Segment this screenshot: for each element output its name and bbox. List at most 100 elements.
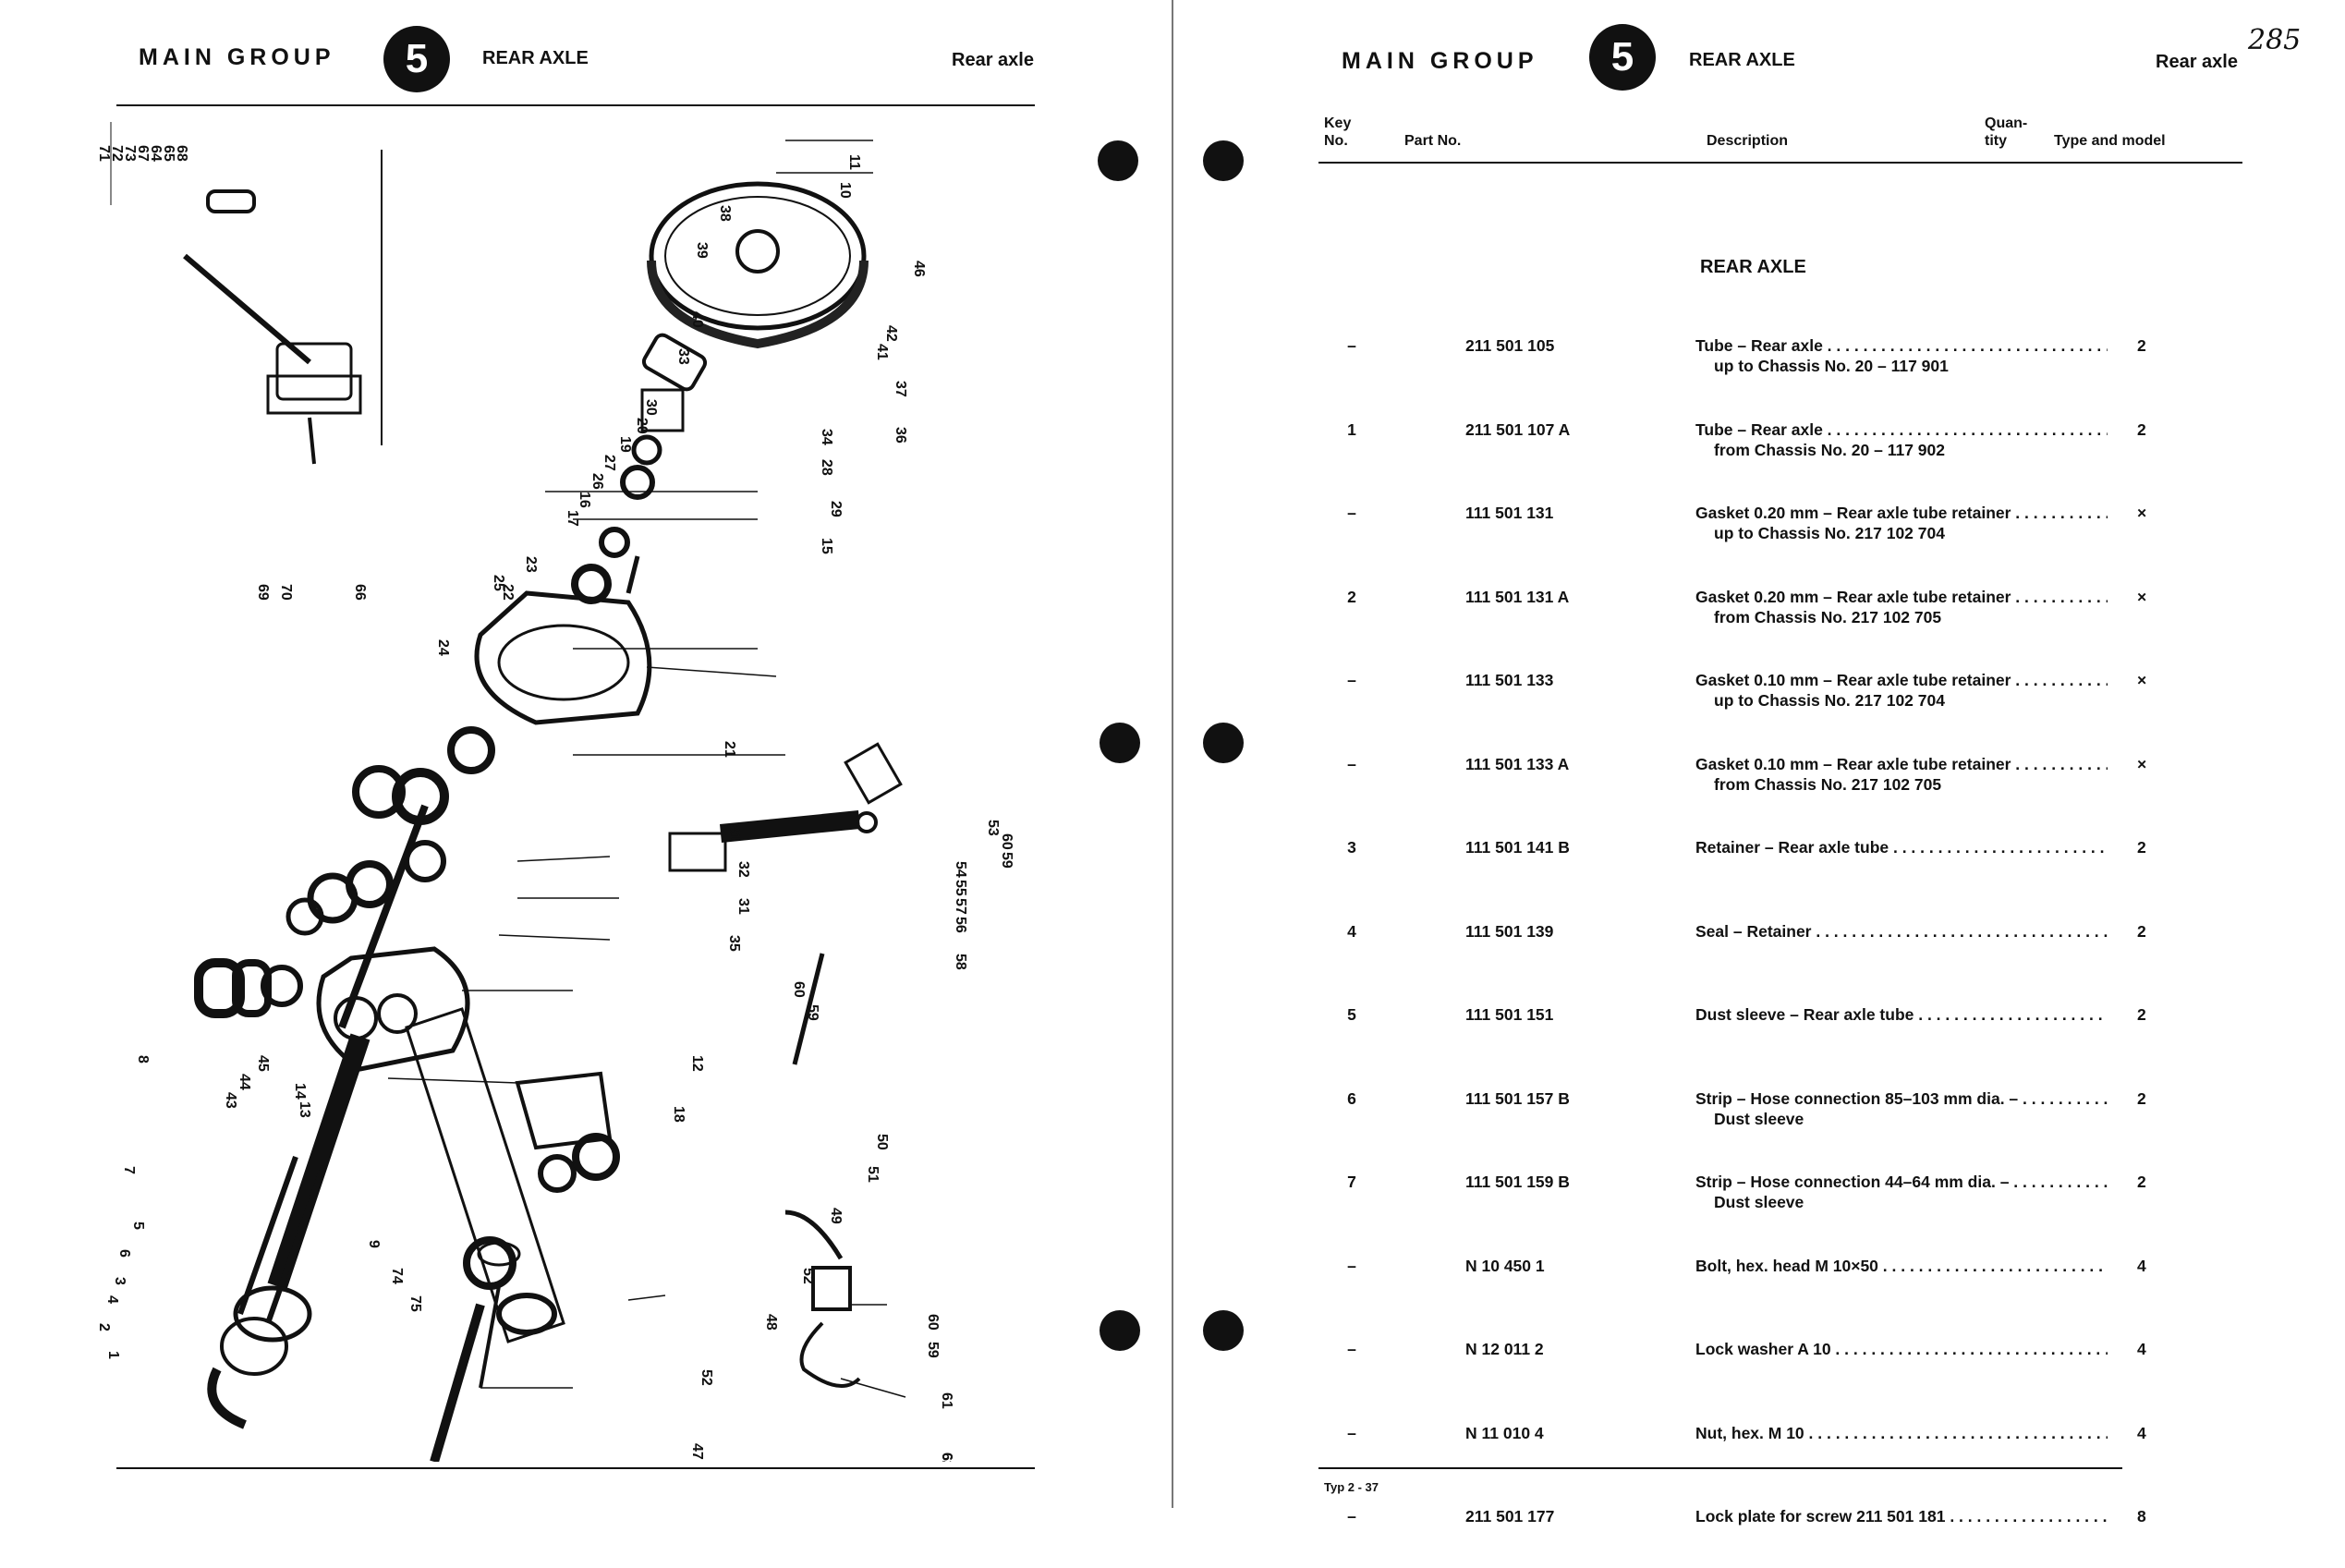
key-number: 6 xyxy=(1347,1089,1356,1108)
punch-hole xyxy=(1100,1310,1140,1351)
quantity: 4 xyxy=(2137,1257,2146,1275)
left-page: MAIN GROUP 5 REAR AXLE Rear axle xyxy=(0,0,1172,1508)
callout-number: 58 xyxy=(953,954,968,970)
callout-number: 30 xyxy=(643,399,659,416)
part-number: 111 501 157 B xyxy=(1465,1089,1570,1108)
callout-number: 49 xyxy=(828,1208,844,1224)
page-code: Typ 2 - 37 xyxy=(1324,1480,1379,1494)
footer-rule xyxy=(1318,1467,2122,1469)
callout-number: 59 xyxy=(925,1342,941,1358)
part-description: Strip – Hose connection 85–103 mm dia. – xyxy=(1695,1089,2019,1108)
callout-number: 61 xyxy=(939,1392,954,1409)
callout-number: 50 xyxy=(874,1134,890,1150)
part-description: Retainer – Rear axle tube xyxy=(1695,838,1889,857)
callout-number: 71 xyxy=(96,145,112,162)
callout-number: 63 xyxy=(939,1453,954,1462)
callout-number: 20 xyxy=(634,418,650,434)
part-description: Bolt, hex. head M 10×50 xyxy=(1695,1257,1878,1275)
callout-number: 34 xyxy=(819,429,834,445)
callout-number: 16 xyxy=(577,492,592,508)
key-number: 1 xyxy=(1347,420,1356,439)
callout-number: 41 xyxy=(874,344,890,360)
callout-number: 38 xyxy=(717,205,733,222)
col-part-no: Part No. xyxy=(1404,133,1462,149)
callout-number: 60 xyxy=(999,833,1015,850)
callout-number: 19 xyxy=(617,436,633,453)
part-number: 211 501 107 A xyxy=(1465,420,1571,439)
callout-number: 31 xyxy=(726,824,742,841)
callout-number: 52 xyxy=(800,1268,816,1284)
part-description: Lock washer A 10 xyxy=(1695,1340,1831,1358)
quantity: 2 xyxy=(2137,1005,2146,1024)
callout-number: 27 xyxy=(601,455,617,471)
part-description: Tube – Rear axle xyxy=(1695,336,1823,355)
part-description-detail: up to Chassis No. 217 102 704 xyxy=(1714,691,1945,710)
key-number: – xyxy=(1347,1340,1356,1358)
callout-number: 35 xyxy=(726,935,742,952)
callout-number: 39 xyxy=(694,242,710,259)
callout-number: 14 xyxy=(292,1083,308,1100)
key-number: – xyxy=(1347,504,1356,522)
part-number: N 11 010 4 xyxy=(1465,1424,1544,1442)
callout-number: 3 xyxy=(112,1277,128,1285)
main-group-label: MAIN GROUP xyxy=(139,44,335,70)
callout-number: 57 xyxy=(953,898,968,915)
part-description: Dust sleeve – Rear axle tube xyxy=(1695,1005,1914,1024)
callout-number: 31 xyxy=(735,898,751,915)
part-description-detail: Dust sleeve xyxy=(1714,1110,1804,1128)
quantity: × xyxy=(2137,504,2147,522)
callout-number: 18 xyxy=(671,1106,686,1123)
col-quantity: Quan- tity xyxy=(1985,115,2027,150)
callout-number: 9 xyxy=(366,1240,382,1248)
callout-number: 36 xyxy=(893,427,908,444)
callout-number: 28 xyxy=(819,459,834,476)
part-number: 111 501 131 xyxy=(1465,504,1554,522)
key-number: – xyxy=(1347,336,1356,355)
callout-number: 62 xyxy=(939,1453,954,1462)
part-description: Gasket 0.10 mm – Rear axle tube retainer xyxy=(1695,755,2011,773)
quantity: 2 xyxy=(2137,336,2146,355)
page-fold xyxy=(1172,0,1173,1508)
callout-number: 33 xyxy=(675,348,691,365)
callout-number: 43 xyxy=(223,1092,238,1109)
callout-number: 6 xyxy=(116,1249,132,1258)
part-number: 111 501 151 xyxy=(1465,1005,1554,1024)
callout-number: 60 xyxy=(925,1314,941,1331)
callout-number: 59 xyxy=(805,1004,820,1021)
callout-number: 21 xyxy=(722,741,737,758)
callout-number: 55 xyxy=(953,880,968,896)
callout-number: 24 xyxy=(435,639,451,656)
callout-number: 13 xyxy=(297,1101,312,1118)
callout-number: 69 xyxy=(255,584,271,601)
callout-number: 68 xyxy=(174,145,189,162)
punch-hole xyxy=(1203,1310,1244,1351)
punch-hole xyxy=(1100,723,1140,763)
column-header-rule xyxy=(1318,162,2242,164)
callout-number: 74 xyxy=(389,1268,405,1284)
part-number: 111 501 141 B xyxy=(1465,838,1570,857)
callout-number: 40 xyxy=(689,311,705,328)
part-description: Seal – Retainer xyxy=(1695,922,1812,941)
callout-number: 37 xyxy=(893,381,908,397)
group-number-badge: 5 xyxy=(1589,24,1656,91)
quantity: 4 xyxy=(2137,1424,2146,1442)
col-description: Description xyxy=(1707,133,1789,149)
part-number: N 10 450 1 xyxy=(1465,1257,1545,1275)
key-number: – xyxy=(1347,1257,1356,1275)
callout-number: 67 xyxy=(135,145,151,162)
callout-number: 23 xyxy=(523,556,539,573)
key-number: – xyxy=(1347,1424,1356,1442)
callout-number: 17 xyxy=(565,510,580,527)
callout-number: 12 xyxy=(689,1055,705,1072)
callout-number: 44 xyxy=(237,1074,252,1090)
part-description: Gasket 0.20 mm – Rear axle tube retainer xyxy=(1695,588,2011,606)
key-number: – xyxy=(1347,671,1356,689)
callout-number: 73 xyxy=(122,145,138,162)
quantity: 2 xyxy=(2137,1173,2146,1191)
